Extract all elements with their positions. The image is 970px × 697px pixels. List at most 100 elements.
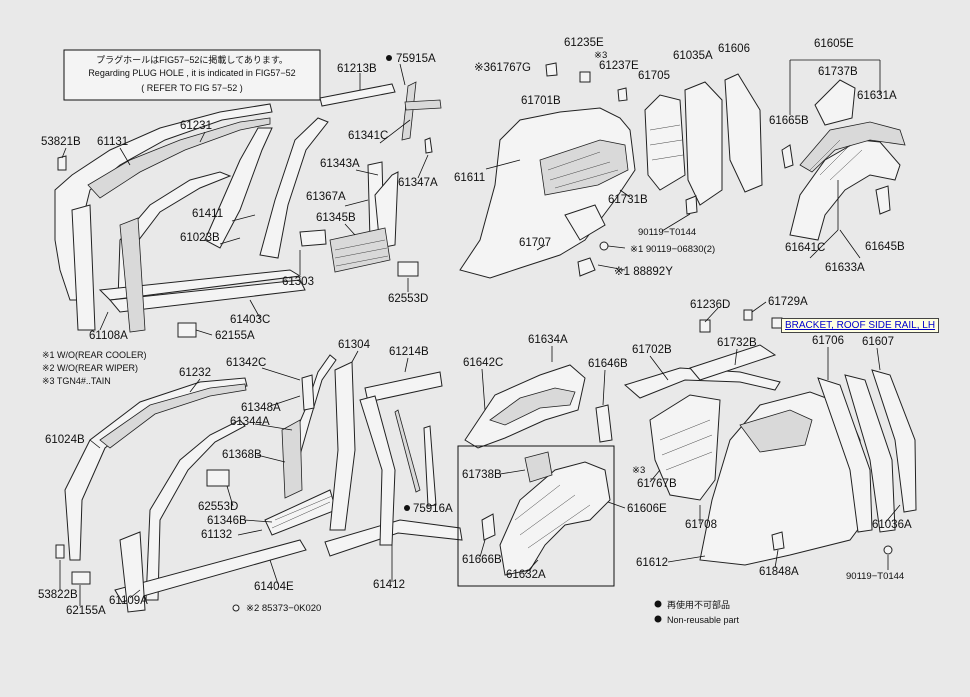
part-label-61341C[interactable]: 61341C bbox=[348, 130, 388, 142]
part-label-61347A[interactable]: 61347A bbox=[398, 177, 438, 189]
note-line-en: Regarding PLUG HOLE , it is indicated in… bbox=[88, 68, 295, 78]
legend: 再使用不可部品 Non-reusable part bbox=[667, 599, 740, 625]
part-label-61641C[interactable]: 61641C bbox=[785, 242, 825, 254]
part-label-61213B[interactable]: 61213B bbox=[337, 63, 377, 75]
part-label-61634A[interactable]: 61634A bbox=[528, 334, 568, 346]
wheel-house-illustration bbox=[781, 59, 906, 259]
part-label-61631A[interactable]: 61631A bbox=[857, 90, 897, 102]
tooltip-text: BRACKET, ROOF SIDE RAIL, LH bbox=[785, 320, 936, 331]
part-label-61344A[interactable]: 61344A bbox=[230, 416, 270, 428]
part-label-61237E[interactable]: 61237E bbox=[599, 60, 639, 72]
part-labels: 61213B 75915A 53821B 61131 61231 61341C … bbox=[38, 37, 912, 617]
part-label-61108A[interactable]: 61108A bbox=[89, 330, 128, 342]
legend-dot-jp bbox=[654, 600, 662, 608]
part-label-61236D[interactable]: 61236D bbox=[690, 299, 730, 311]
part-label-61023B[interactable]: 61023B bbox=[180, 232, 220, 244]
legend-en: Non-reusable part bbox=[667, 615, 740, 625]
footnote-1: ※1 W/O(REAR COOLER) bbox=[42, 350, 147, 360]
footnote-2: ※2 W/O(REAR WIPER) bbox=[42, 363, 138, 373]
part-label-61729A[interactable]: 61729A bbox=[768, 296, 808, 308]
part-label-61645B[interactable]: 61645B bbox=[865, 241, 905, 253]
part-label-61367A[interactable]: 61367A bbox=[306, 191, 346, 203]
part-label-90119-T0144-bottom[interactable]: 90119−T0144 bbox=[846, 571, 904, 582]
part-label-61024B[interactable]: 61024B bbox=[45, 434, 85, 446]
part-label-75916A[interactable]: 75916A bbox=[413, 503, 453, 515]
part-label-61707[interactable]: 61707 bbox=[519, 237, 551, 249]
part-label-62155A-top[interactable]: 62155A bbox=[215, 330, 255, 342]
legend-jp: 再使用不可部品 bbox=[667, 599, 730, 610]
rear-wheel-house-illustration bbox=[457, 364, 615, 587]
outer-quarter-panel-illustration bbox=[623, 309, 917, 623]
plug-hole-note: プラグホールはFIG57−52に掲載してあります。 Regarding PLUG… bbox=[63, 49, 321, 101]
part-label-61035A[interactable]: 61035A bbox=[673, 50, 713, 62]
part-label-61214B[interactable]: 61214B bbox=[389, 346, 429, 358]
part-label-61131[interactable]: 61131 bbox=[97, 136, 128, 148]
part-label-61235E[interactable]: 61235E bbox=[564, 37, 604, 49]
part-label-61403C[interactable]: 61403C bbox=[230, 314, 270, 326]
part-label-61731B[interactable]: 61731B bbox=[608, 194, 648, 206]
part-label-61348A[interactable]: 61348A bbox=[241, 402, 281, 414]
part-label-61665B[interactable]: 61665B bbox=[769, 115, 809, 127]
part-label-61109A[interactable]: 61109A bbox=[109, 595, 148, 607]
lower-front-side-illustration bbox=[55, 354, 463, 613]
part-label-61404E[interactable]: 61404E bbox=[254, 581, 294, 593]
part-label-61606[interactable]: 61606 bbox=[718, 43, 750, 55]
part-label-61304[interactable]: 61304 bbox=[338, 339, 371, 351]
part-label-61607[interactable]: 61607 bbox=[862, 336, 894, 348]
part-label-61706[interactable]: 61706 bbox=[812, 335, 844, 347]
part-label-61612[interactable]: 61612 bbox=[636, 557, 668, 569]
part-label-61345B[interactable]: 61345B bbox=[316, 212, 356, 224]
part-label-61346B[interactable]: 61346B bbox=[207, 515, 247, 527]
part-label-62553D-bottom[interactable]: 62553D bbox=[198, 501, 238, 513]
part-label-61232[interactable]: 61232 bbox=[179, 367, 211, 379]
part-label-90119-T0144-top[interactable]: 90119−T0144 bbox=[638, 227, 696, 238]
part-label-61411[interactable]: 61411 bbox=[192, 208, 223, 220]
part-label-90119-06830[interactable]: ※1 90119−06830(2) bbox=[630, 244, 715, 255]
part-label-61666B[interactable]: 61666B bbox=[462, 554, 502, 566]
part-label-61606E[interactable]: 61606E bbox=[627, 503, 667, 515]
part-label-61132[interactable]: 61132 bbox=[201, 529, 232, 541]
part-label-61036A[interactable]: 61036A bbox=[872, 519, 912, 531]
part-label-61767B[interactable]: 61767B bbox=[637, 478, 677, 490]
part-label-61701B[interactable]: 61701B bbox=[521, 95, 561, 107]
part-label-62155A-bottom[interactable]: 62155A bbox=[66, 605, 106, 617]
part-label-61767G[interactable]: ※361767G bbox=[474, 62, 531, 74]
part-label-62553D-top[interactable]: 62553D bbox=[388, 293, 428, 305]
part-label-61738B[interactable]: 61738B bbox=[462, 469, 502, 481]
part-label-61646B[interactable]: 61646B bbox=[588, 358, 628, 370]
note-mark-61767B: ※3 bbox=[632, 465, 645, 476]
part-label-61368B[interactable]: 61368B bbox=[222, 449, 262, 461]
hover-tooltip: BRACKET, ROOF SIDE RAIL, LH bbox=[781, 318, 940, 333]
part-label-85373[interactable]: ※2 85373−0K020 bbox=[246, 603, 321, 614]
footnotes: ※1 W/O(REAR COOLER) ※2 W/O(REAR WIPER) ※… bbox=[42, 350, 147, 386]
legend-dot-en bbox=[654, 615, 662, 623]
part-label-61342C[interactable]: 61342C bbox=[226, 357, 266, 369]
part-label-75915A[interactable]: 75915A bbox=[396, 53, 436, 65]
part-label-61642C[interactable]: 61642C bbox=[463, 357, 503, 369]
part-label-61412[interactable]: 61412 bbox=[373, 579, 405, 591]
part-label-61708[interactable]: 61708 bbox=[685, 519, 717, 531]
part-label-53821B[interactable]: 53821B bbox=[41, 136, 81, 148]
part-label-61737B[interactable]: 61737B bbox=[818, 66, 858, 78]
part-label-61632A[interactable]: 61632A bbox=[506, 569, 546, 581]
non-reusable-dot bbox=[386, 55, 392, 61]
part-label-61705[interactable]: 61705 bbox=[638, 70, 670, 82]
note-line-ref: ( REFER TO FIG 57−52 ) bbox=[141, 83, 242, 93]
part-label-61633A[interactable]: 61633A bbox=[825, 262, 865, 274]
part-label-61231[interactable]: 61231 bbox=[180, 120, 212, 132]
part-label-61732B[interactable]: 61732B bbox=[717, 337, 757, 349]
part-label-61605E[interactable]: 61605E bbox=[814, 38, 854, 50]
part-label-61611[interactable]: 61611 bbox=[454, 172, 485, 184]
note-mark-61237E: ※3 bbox=[594, 50, 607, 61]
part-label-61303[interactable]: 61303 bbox=[282, 276, 314, 288]
part-label-61702B[interactable]: 61702B bbox=[632, 344, 672, 356]
part-label-53822B[interactable]: 53822B bbox=[38, 589, 78, 601]
part-label-61848A[interactable]: 61848A bbox=[759, 566, 799, 578]
leader-lines bbox=[59, 63, 901, 606]
part-label-61343A[interactable]: 61343A bbox=[320, 158, 360, 170]
non-reusable-dot-2 bbox=[404, 505, 410, 511]
front-side-panel-illustration bbox=[54, 55, 442, 338]
part-label-88892Y[interactable]: ※1 88892Y bbox=[614, 266, 673, 278]
